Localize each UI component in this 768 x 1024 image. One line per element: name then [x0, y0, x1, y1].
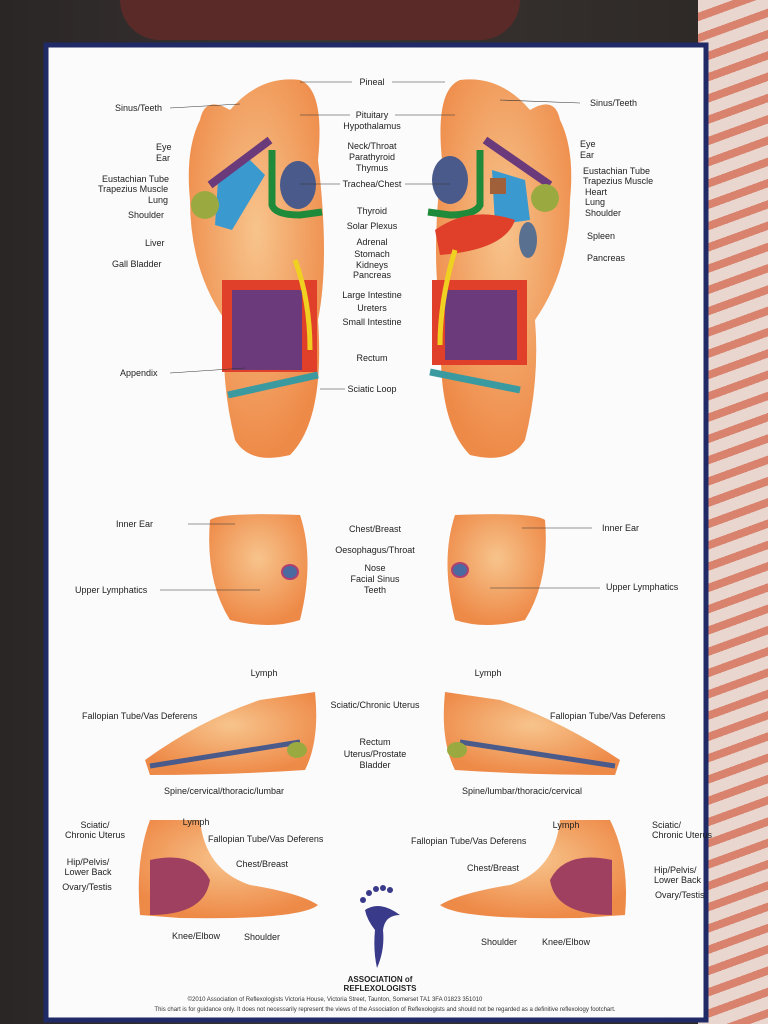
label-knee-outer-left: Knee/Elbow	[171, 931, 221, 941]
label-heart: Heart	[585, 187, 608, 197]
label-ureters: Ureters	[357, 303, 387, 313]
label-upper-lymphatics-right: Upper Lymphatics	[606, 582, 679, 592]
label-rectum-inner: Rectum	[359, 737, 391, 747]
label-sinus-teeth-right: Sinus/Teeth	[590, 98, 638, 108]
label-chest-outer-right: Chest/Breast	[466, 863, 520, 873]
label-lung-right: Lung	[585, 197, 606, 207]
label-lymph-outer-right: Lymph	[552, 820, 580, 830]
label-shoulder-outer-right: Shoulder	[480, 937, 518, 947]
label-eye-right: Eye	[580, 139, 596, 149]
label-oesophagus-throat: Oesophagus/Throat	[335, 545, 415, 555]
label-shoulder-left: Shoulder	[128, 210, 165, 220]
association-logo-icon	[360, 885, 400, 968]
label-uterus-prostate: Uterus/Prostate	[343, 749, 407, 759]
label-fallopian-outer-left: Fallopian Tube/Vas Deferens	[208, 834, 324, 844]
background-cloth	[120, 0, 520, 40]
label-sinus-teeth-left: Sinus/Teeth	[115, 103, 163, 113]
label-trapezius-left: Trapezius Muscle	[98, 184, 169, 194]
label-teeth: Teeth	[363, 585, 387, 595]
label-shoulder-outer-left: Shoulder	[243, 932, 281, 942]
foot-outer-sides	[138, 820, 626, 919]
label-lung-left: Lung	[148, 195, 169, 205]
label-large-intestine: Large Intestine	[342, 290, 402, 300]
label-thymus: Thymus	[355, 163, 389, 173]
label-spleen: Spleen	[587, 231, 616, 241]
label-inner-ear-left: Inner Ear	[116, 519, 154, 529]
right-sole	[427, 79, 572, 458]
label-kidneys: Kidneys	[355, 260, 389, 270]
label-ear-left: Ear	[156, 153, 171, 163]
label-pineal: Pineal	[359, 77, 385, 87]
label-hip-outer-left: Hip/Pelvis/Lower Back	[64, 857, 112, 877]
label-lymph-inner-right: Lymph	[474, 668, 502, 678]
label-liver: Liver	[145, 238, 165, 248]
label-eustachian-left: Eustachian Tube	[102, 174, 170, 184]
label-fallopian-left: Fallopian Tube/Vas Deferens	[82, 711, 198, 721]
label-nose: Nose	[364, 563, 386, 573]
disclaimer-text: This chart is for guidance only. It does…	[154, 1007, 616, 1013]
label-sciatic-loop: Sciatic Loop	[347, 384, 397, 394]
label-lymph-inner-left: Lymph	[250, 668, 278, 678]
label-facial-sinus: Facial Sinus	[350, 574, 400, 584]
label-fallopian-right: Fallopian Tube/Vas Deferens	[550, 711, 666, 721]
left-sole	[188, 79, 324, 458]
label-knee-outer-right: Knee/Elbow	[541, 937, 591, 947]
label-eustachian-right: Eustachian Tube	[583, 166, 651, 176]
foot-tops	[209, 514, 546, 625]
label-lymph-outer-left: Lymph	[182, 817, 210, 827]
label-small-intestine: Small Intestine	[342, 317, 402, 327]
label-thyroid: Thyroid	[356, 206, 388, 216]
label-trachea-chest: Trachea/Chest	[342, 179, 402, 189]
label-stomach: Stomach	[354, 249, 390, 259]
label-spine-right: Spine/lumbar/thoracic/cervical	[461, 786, 583, 796]
label-gall-bladder: Gall Bladder	[112, 259, 162, 269]
label-solar-plexus: Solar Plexus	[346, 221, 398, 231]
leader-lines	[160, 81, 600, 591]
label-pancreas: Pancreas	[352, 270, 392, 280]
label-ovary-outer-left: Ovary/Testis	[62, 882, 112, 892]
label-chest-breast: Chest/Breast	[348, 524, 402, 534]
label-hip-outer-right: Hip/Pelvis/Lower Back	[654, 865, 702, 885]
label-spine-left: Spine/cervical/thoracic/lumbar	[163, 786, 285, 796]
label-bladder: Bladder	[359, 760, 391, 770]
label-ovary-outer-right: Ovary/Testis	[655, 890, 705, 900]
label-ear-right: Ear	[580, 150, 595, 160]
label-sciatic-outer-right: Sciatic/Chronic Uterus	[652, 820, 713, 840]
foot-inner-sides	[145, 692, 620, 775]
label-eye-left: Eye	[156, 142, 172, 152]
label-trapezius-right: Trapezius Muscle	[583, 176, 654, 186]
copyright-text: ©2010 Association of Reflexologists Vict…	[187, 997, 483, 1003]
label-rectum: Rectum	[356, 353, 388, 363]
label-upper-lymphatics-left: Upper Lymphatics	[75, 585, 148, 595]
label-chest-outer-left: Chest/Breast	[235, 859, 289, 869]
background-fabric	[698, 0, 768, 1024]
label-parathyroid: Parathyroid	[348, 152, 396, 162]
label-adrenal: Adrenal	[356, 237, 388, 247]
label-inner-ear-right: Inner Ear	[602, 523, 640, 533]
label-sciatic-outer-left: Sciatic/Chronic Uterus	[64, 820, 126, 840]
label-pituitary: Pituitary	[355, 110, 389, 120]
label-pancreas-right: Pancreas	[587, 253, 626, 263]
label-appendix: Appendix	[120, 368, 158, 378]
label-sciatic-chronic-uterus: Sciatic/Chronic Uterus	[330, 700, 420, 710]
label-fallopian-outer-right: Fallopian Tube/Vas Deferens	[411, 836, 527, 846]
label-shoulder-right: Shoulder	[585, 208, 622, 218]
label-hypothalamus: Hypothalamus	[343, 121, 401, 131]
label-neck-throat: Neck/Throat	[347, 141, 397, 151]
